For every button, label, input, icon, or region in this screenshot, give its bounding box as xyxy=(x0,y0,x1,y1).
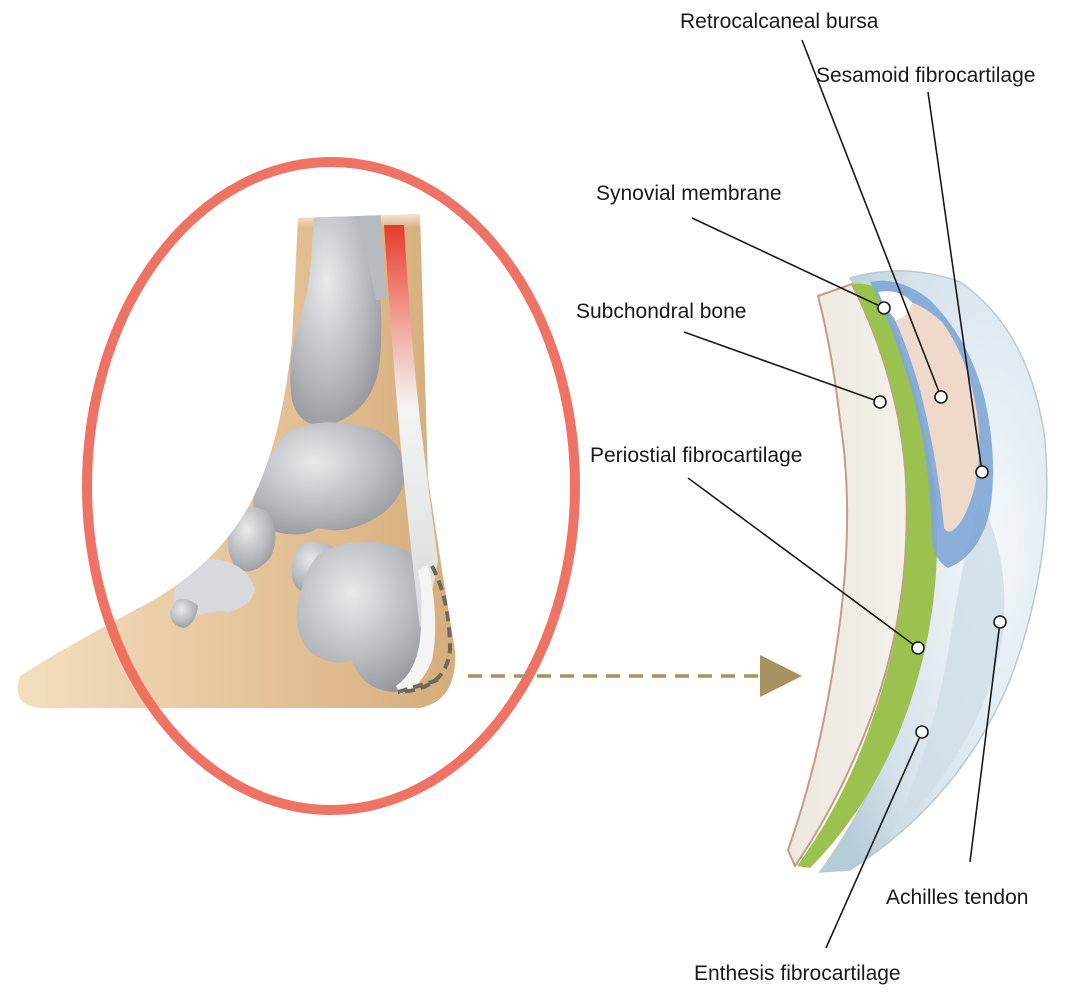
label-synovial-membrane: Synovial membrane xyxy=(596,182,782,205)
leader-synovial-membrane xyxy=(692,218,884,308)
label-periostial-fibrocartilage: Periostial fibrocartilage xyxy=(590,444,802,467)
marker-achilles-tendon xyxy=(994,616,1006,628)
enthesis-organ-zoom xyxy=(788,271,1047,872)
marker-synovial-membrane xyxy=(878,302,890,314)
label-subchondral-bone: Subchondral bone xyxy=(576,300,746,323)
label-enthesis-fibrocartilage: Enthesis fibrocartilage xyxy=(694,962,901,985)
label-achilles-tendon: Achilles tendon xyxy=(886,886,1028,909)
label-sesamoid-fibrocartilage: Sesamoid fibrocartilage xyxy=(816,64,1035,87)
marker-subchondral-bone xyxy=(874,396,886,408)
marker-retrocalcaneal-bursa xyxy=(935,391,947,403)
marker-enthesis-fibrocartilage xyxy=(916,726,928,738)
marker-sesamoid-fibrocartilage xyxy=(976,466,988,478)
label-retrocalcaneal-bursa: Retrocalcaneal bursa xyxy=(680,10,879,33)
marker-periostial-fibrocartilage xyxy=(912,642,924,654)
